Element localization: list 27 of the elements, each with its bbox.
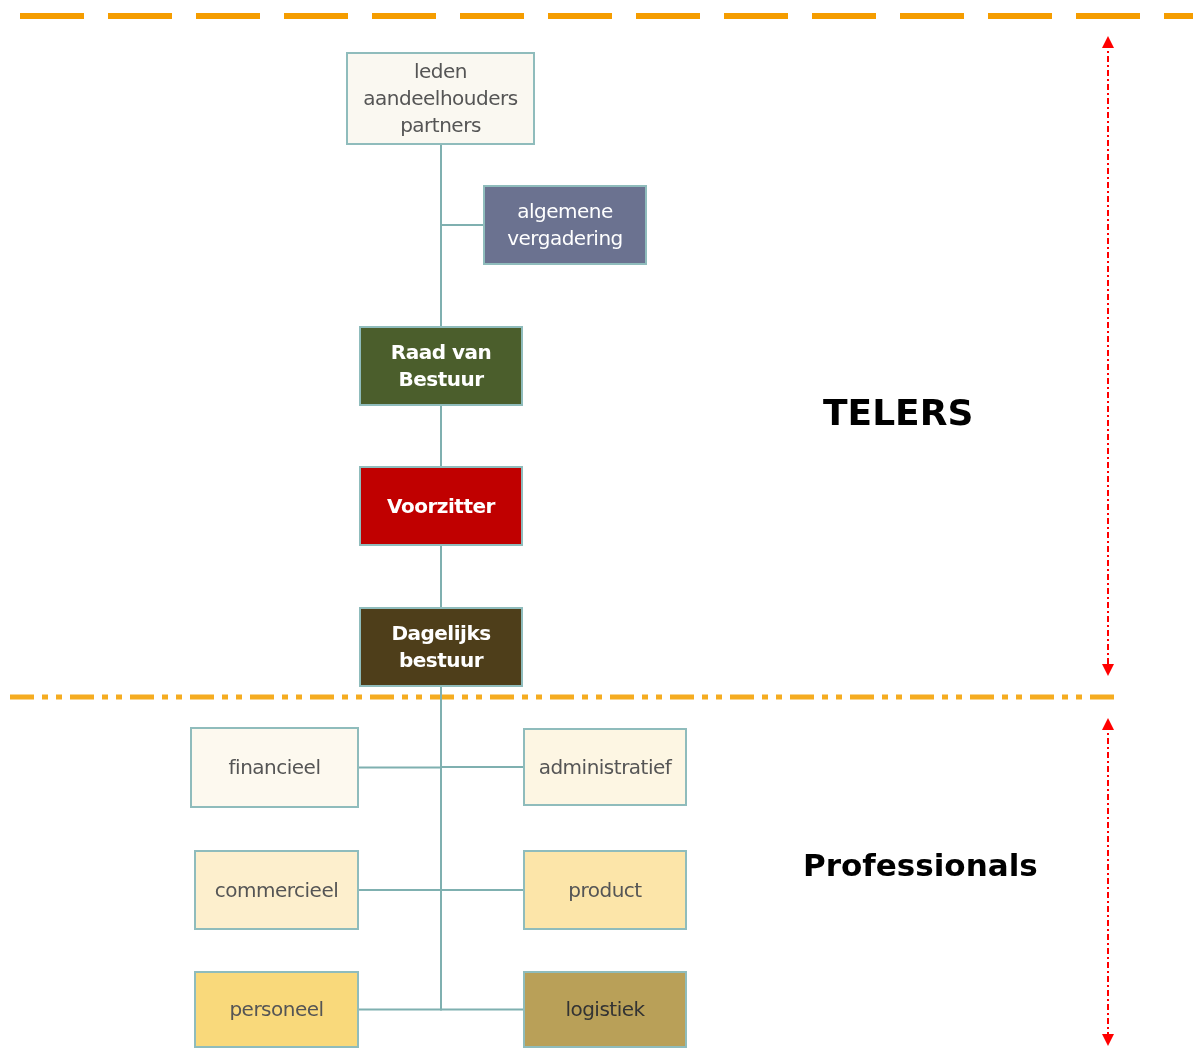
box-label: leden aandeelhouders partners	[362, 58, 519, 139]
org-box	[194, 971, 359, 1048]
box-label: commercieel	[214, 876, 339, 904]
org-box	[346, 52, 535, 145]
box-label: algemene vergadering	[506, 198, 624, 252]
org-box	[523, 728, 687, 806]
box-label: Raad van Bestuur	[389, 339, 493, 393]
connector-line	[440, 144, 442, 327]
org-box	[523, 850, 687, 930]
box-label: Dagelijks bestuur	[390, 620, 492, 674]
box-label: personeel	[229, 996, 324, 1023]
box-label: administratief	[538, 753, 672, 781]
org-box	[483, 185, 647, 265]
section-label: TELERS	[823, 391, 974, 435]
box-label: product	[568, 876, 642, 904]
section-label: Professionals	[803, 846, 1038, 885]
connector-line	[440, 405, 442, 467]
org-box	[359, 607, 523, 687]
box-label: Voorzitter	[387, 492, 495, 520]
box-label: financieel	[228, 754, 321, 781]
org-box	[359, 466, 523, 546]
org-box	[523, 971, 687, 1048]
org-box	[190, 727, 359, 808]
org-box	[359, 326, 523, 406]
org-box	[194, 850, 359, 930]
box-label: logistiek	[565, 996, 645, 1023]
connector-line	[440, 545, 442, 608]
